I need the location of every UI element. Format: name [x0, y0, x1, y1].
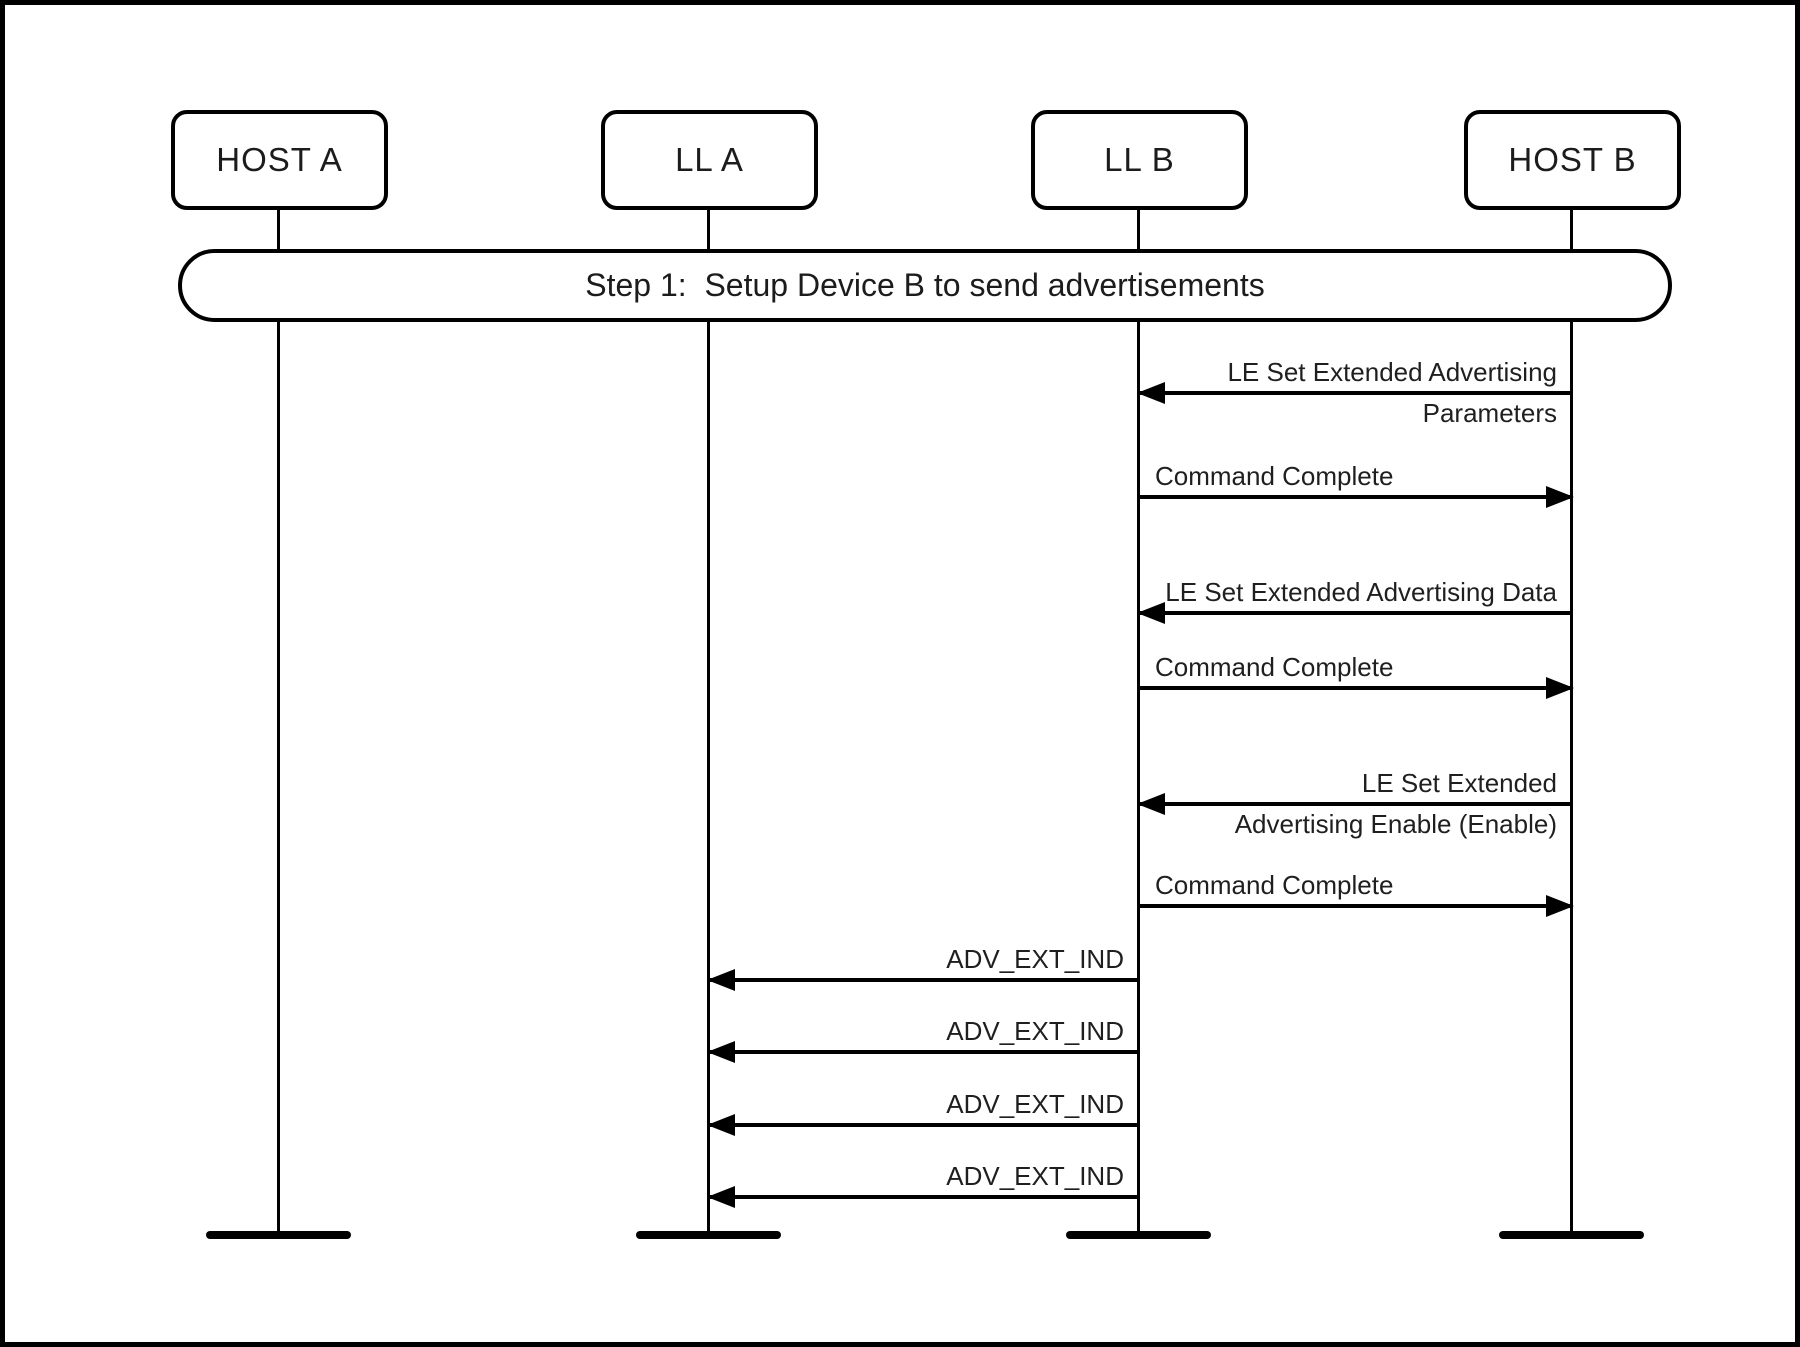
arrowhead-left-icon	[1137, 793, 1165, 815]
actor-box-ll-b: LL B	[1031, 110, 1248, 210]
lifeline-host-b	[1570, 210, 1573, 1236]
actor-box-host-b: HOST B	[1464, 110, 1681, 210]
lifeline-end-host-b	[1499, 1231, 1644, 1239]
step-banner: Step 1: Setup Device B to send advertise…	[178, 249, 1672, 322]
arrow-line	[709, 1050, 1139, 1054]
arrow-line	[709, 1195, 1139, 1199]
message-label: LE Set Extended Advertising	[1227, 357, 1557, 387]
arrowhead-left-icon	[1137, 382, 1165, 404]
lifeline-end-host-a	[206, 1231, 351, 1239]
arrowhead-right-icon	[1546, 677, 1574, 699]
lifeline-host-a	[277, 210, 280, 1236]
actor-box-ll-a: LL A	[601, 110, 818, 210]
message-label: LE Set Extended	[1361, 768, 1557, 798]
message-label: Advertising Enable (Enable)	[1234, 809, 1557, 839]
arrowhead-right-icon	[1546, 486, 1574, 508]
message-label: ADV_EXT_IND	[946, 1089, 1124, 1119]
message-label: ADV_EXT_IND	[946, 1161, 1124, 1191]
arrow-line	[709, 1123, 1139, 1127]
message-label: ADV_EXT_IND	[946, 944, 1124, 974]
message-label: Command Complete	[1155, 870, 1394, 900]
arrow-line	[1139, 611, 1572, 615]
message-label: Parameters	[1422, 398, 1557, 428]
lifeline-end-ll-b	[1066, 1231, 1211, 1239]
message-label: Command Complete	[1155, 652, 1394, 682]
arrow-line	[1139, 391, 1572, 395]
lifeline-end-ll-a	[636, 1231, 781, 1239]
message-label: Command Complete	[1155, 461, 1394, 491]
arrow-line	[1139, 686, 1572, 690]
message-label: LE Set Extended Advertising Data	[1165, 577, 1557, 607]
arrow-line	[1139, 904, 1572, 908]
arrowhead-left-icon	[707, 1114, 735, 1136]
actor-label: HOST A	[216, 141, 343, 178]
message-label: ADV_EXT_IND	[946, 1016, 1124, 1046]
arrowhead-left-icon	[1137, 602, 1165, 624]
arrowhead-left-icon	[707, 1041, 735, 1063]
actor-label: LL B	[1104, 141, 1175, 178]
arrowhead-left-icon	[707, 1186, 735, 1208]
actor-label: LL A	[675, 141, 744, 178]
arrow-line	[709, 978, 1139, 982]
arrowhead-right-icon	[1546, 895, 1574, 917]
arrow-line	[1139, 802, 1572, 806]
actor-box-host-a: HOST A	[171, 110, 388, 210]
step-banner-label: Step 1: Setup Device B to send advertise…	[585, 267, 1265, 303]
lifeline-ll-b	[1137, 210, 1140, 1236]
arrowhead-left-icon	[707, 969, 735, 991]
lifeline-ll-a	[707, 210, 710, 1236]
actor-label: HOST B	[1508, 141, 1637, 178]
arrow-line	[1139, 495, 1572, 499]
